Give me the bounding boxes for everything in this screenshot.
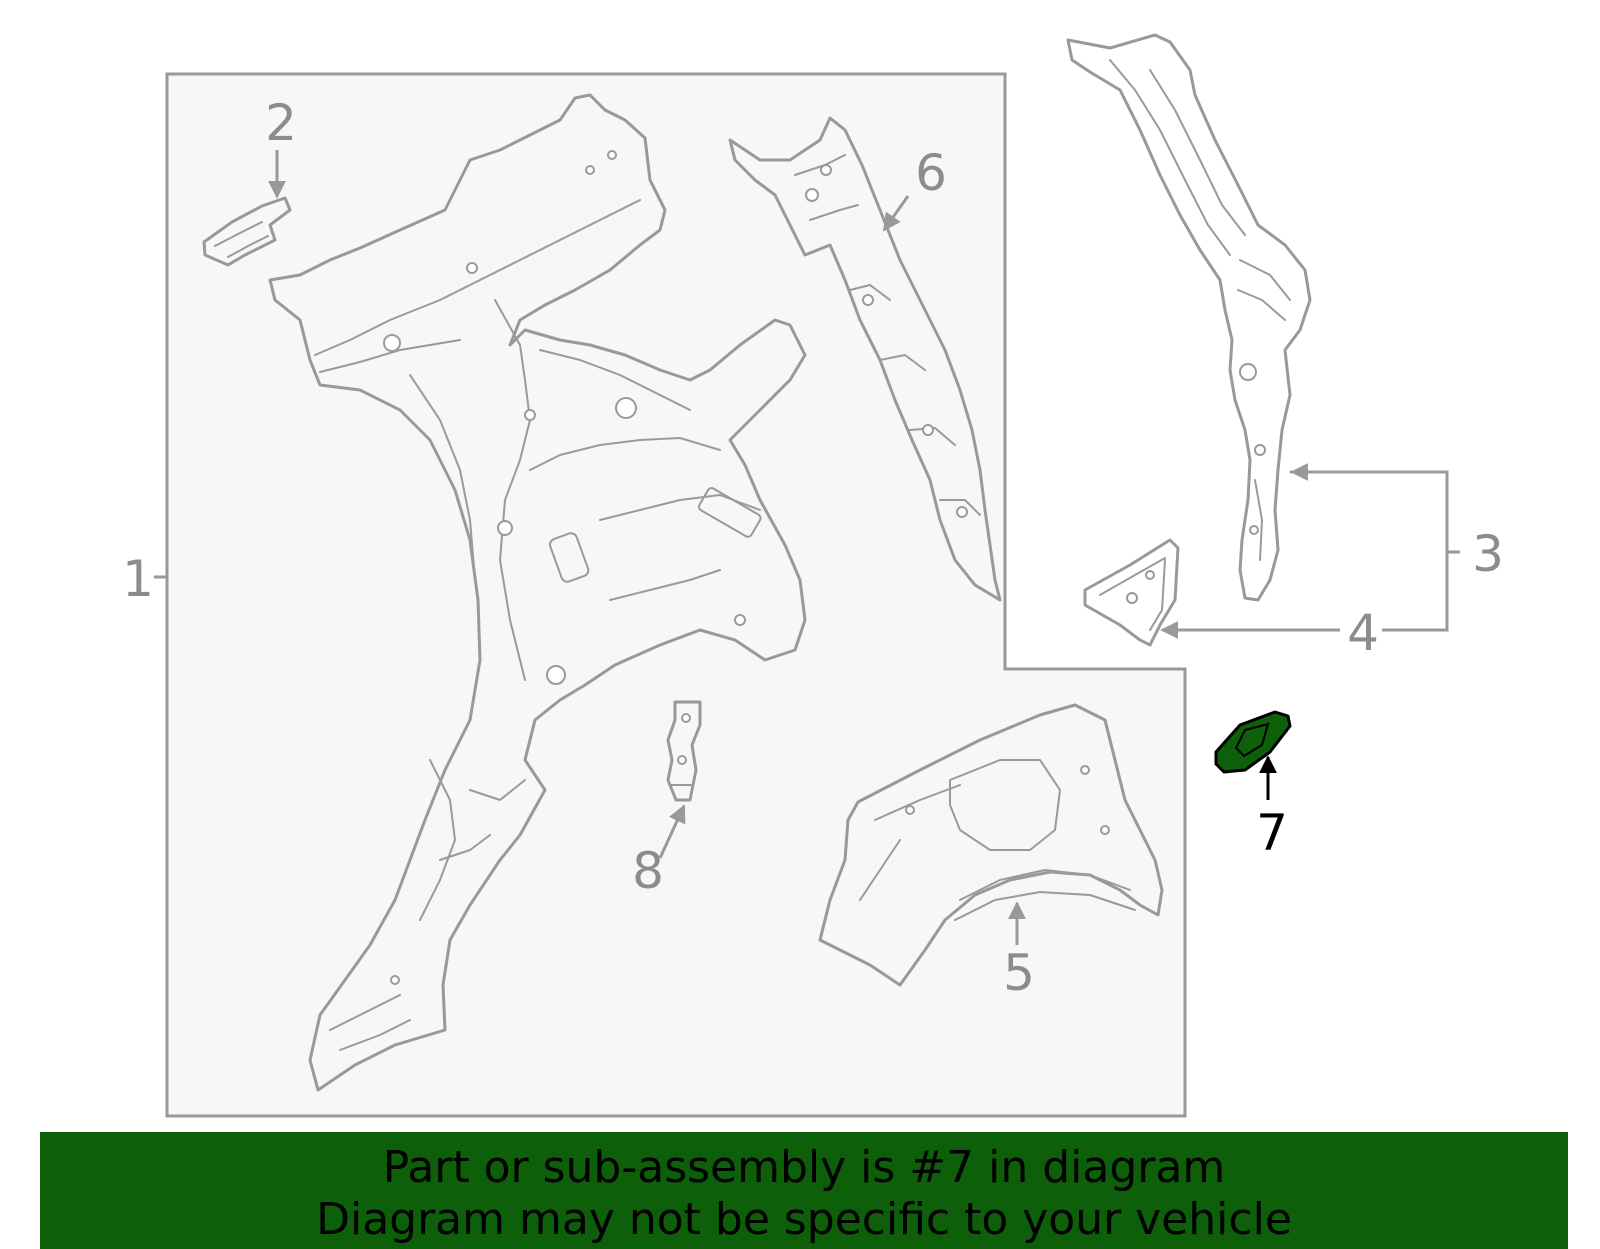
part-1-quarter-inner-panel[interactable]: [268, 93, 807, 1092]
part-3-reinforcement[interactable]: [1066, 33, 1312, 602]
banner-line-1: Part or sub-assembly is #7 in diagram: [382, 1142, 1226, 1193]
part-7-highlighted[interactable]: [1214, 710, 1292, 774]
assembly-frame: [165, 72, 1187, 1118]
callout-5: 5: [1003, 944, 1035, 1002]
info-banner: Part or sub-assembly is #7 in diagram Di…: [40, 1132, 1568, 1249]
part-5-wheelhouse[interactable]: [818, 703, 1164, 987]
callout-3: 3: [1472, 525, 1504, 583]
part-4-gusset[interactable]: [1083, 538, 1180, 647]
part-8-bracket[interactable]: [666, 700, 702, 802]
part-2-bracket[interactable]: [202, 196, 292, 267]
callout-8: 8: [632, 842, 664, 900]
callout-6: 6: [915, 144, 947, 202]
callout-7: 7: [1256, 804, 1288, 862]
callout-1: 1: [122, 550, 154, 608]
callout-2: 2: [265, 94, 297, 152]
banner-line-2: Diagram may not be specific to your vehi…: [316, 1194, 1292, 1245]
part-6-pillar-reinforcement[interactable]: [728, 116, 1002, 602]
leader-8: [658, 804, 686, 859]
callout-4: 4: [1347, 604, 1379, 662]
leader-6: [882, 195, 910, 232]
